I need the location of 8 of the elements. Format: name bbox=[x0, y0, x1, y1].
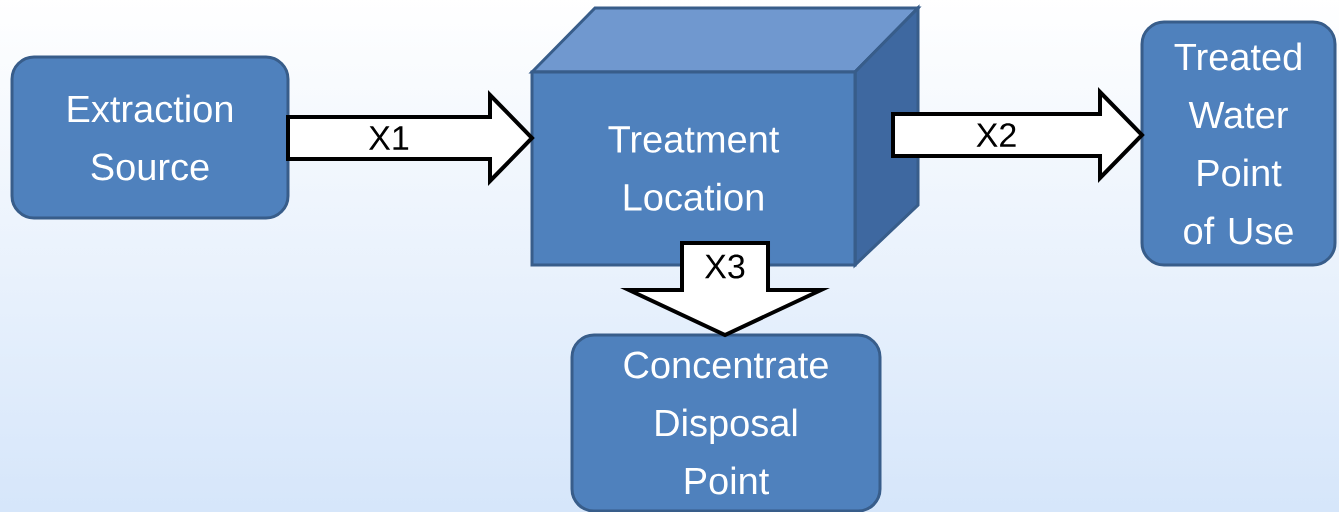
process-box: Concentrate Disposal Point bbox=[570, 333, 882, 512]
edge-label: X2 bbox=[974, 122, 1019, 148]
block-arrow bbox=[620, 241, 830, 338]
process-box: Extraction Source bbox=[10, 55, 290, 220]
process-box: Treated Water Point of Use bbox=[1140, 20, 1337, 267]
edge-label: X1 bbox=[367, 125, 411, 151]
block-arrow bbox=[286, 90, 535, 186]
block-arrow bbox=[891, 87, 1145, 183]
